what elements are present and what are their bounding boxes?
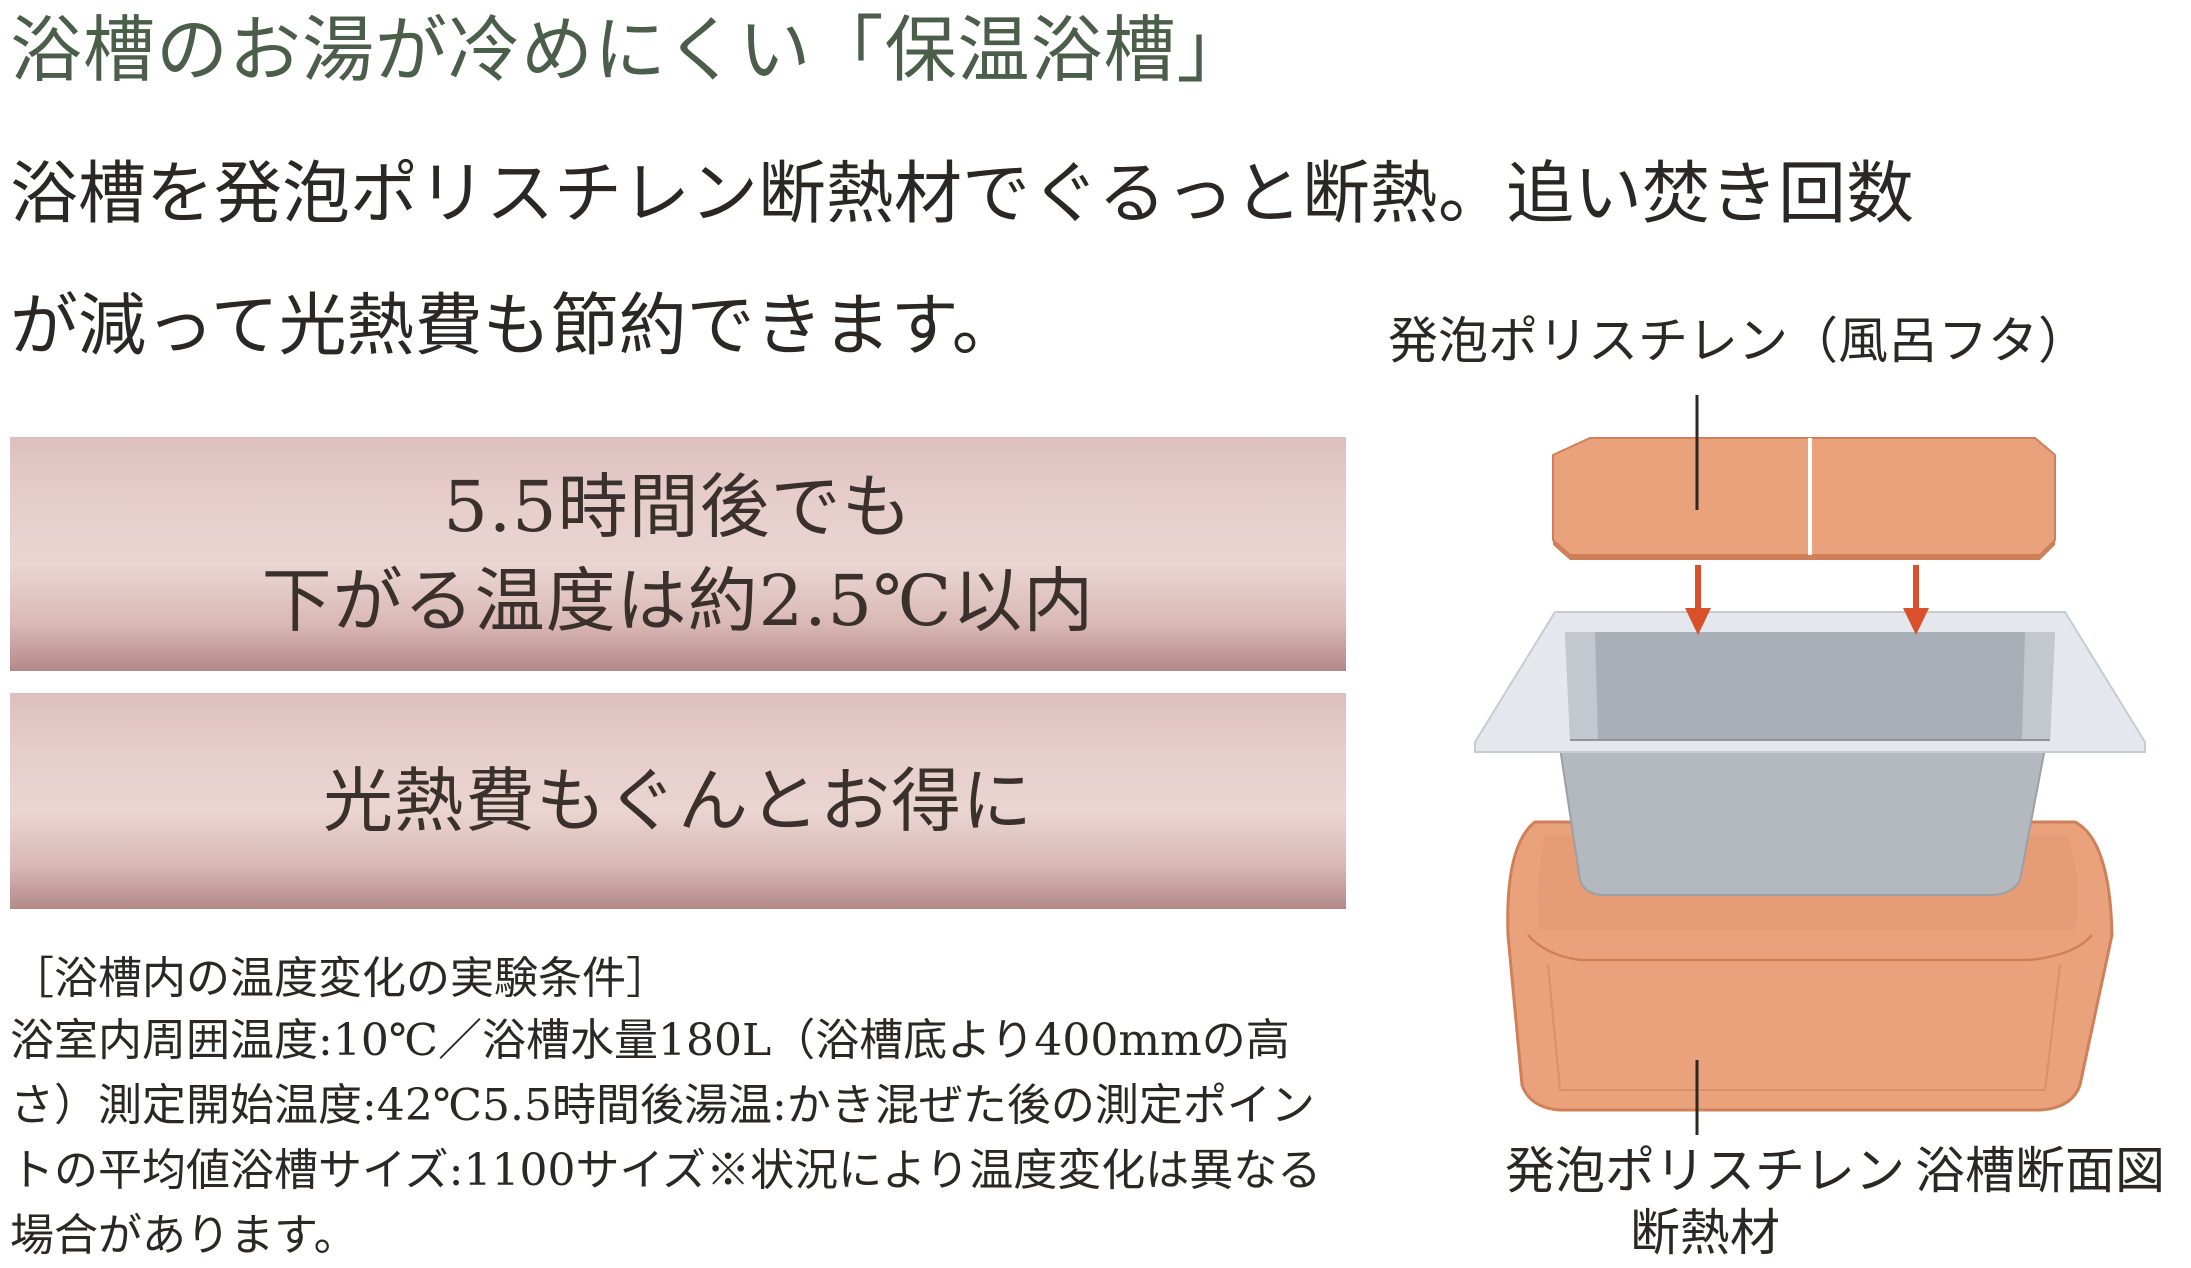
down-arrow-left [1685,565,1711,635]
conditions-line-1: 浴室内周囲温度:10℃／浴槽水量180L（浴槽底より400mmの高 [10,1015,1290,1066]
experiment-conditions-text: 浴室内周囲温度:10℃／浴槽水量180L（浴槽底より400mmの高 さ）測定開始… [10,1008,1360,1268]
down-arrow-right [1903,565,1929,635]
foam-lid [1552,437,2056,560]
experiment-conditions-title: ［浴槽内の温度変化の実験条件］ [10,953,670,1004]
page-heading: 浴槽のお湯が冷めにくい「保温浴槽」 [10,8,1250,92]
conditions-line-4: 場合があります。 [10,1210,358,1261]
highlight-banner-temperature: 5.5時間後でも 下がる温度は約2.5℃以内 [10,437,1346,671]
lid-label: 発泡ポリスチレン（風呂フタ） [1388,312,2088,370]
conditions-line-3: トの平均値浴槽サイズ:1100サイズ※状況により温度変化は異なる [10,1145,1322,1196]
insulation-label: 発泡ポリスチレン 断熱材 [1505,1140,1905,1264]
lead-text-line-1: 浴槽を発泡ポリスチレン断熱材でぐるっと断熱。追い焚き回数 [10,155,1915,234]
banner-savings-text: 光熱費もぐんとお得に [323,760,1033,842]
highlight-banner-savings: 光熱費もぐんとお得に [10,693,1346,909]
lead-text-line-2: が減って光熱費も節約できます。 [10,287,1020,366]
banner-temperature-line-2: 下がる温度は約2.5℃以内 [261,560,1095,642]
insulation-label-line-1: 発泡ポリスチレン [1505,1142,1905,1200]
conditions-line-2: さ）測定開始温度:42℃5.5時間後湯温:かき混ぜた後の測定ポイン [10,1080,1315,1131]
insulation-label-line-2: 断熱材 [1630,1204,1780,1262]
banner-temperature-line-1: 5.5時間後でも [443,466,913,548]
bathtub-body [1474,611,2146,896]
section-view-label: 浴槽断面図 [1915,1142,2165,1200]
